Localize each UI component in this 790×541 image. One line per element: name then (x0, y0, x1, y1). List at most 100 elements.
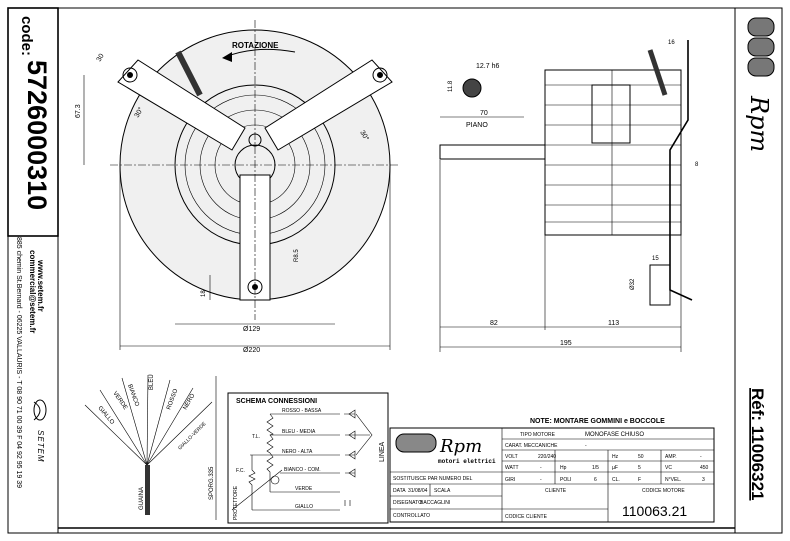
rpm-coil-logo (747, 17, 775, 77)
svg-text:BACCAGLINI: BACCAGLINI (420, 500, 450, 506)
rpm-logo-text: Rpm (745, 95, 773, 152)
sheet-border (7, 7, 783, 534)
schema-protector: PROTETTORE (233, 485, 239, 520)
left-strip: code: 5726000310 www.setem.fr commercial… (7, 7, 59, 488)
flat-length: 70 (480, 110, 488, 117)
schema-tl: T.L. (252, 434, 260, 440)
reference-number: Réf: 11006321 (748, 388, 767, 500)
svg-text:CARAT. MECCANICHE: CARAT. MECCANICHE (505, 443, 558, 449)
address: 885 chemin St.Bernard - 06225 VALLAURIS … (15, 237, 22, 488)
svg-text:DISEGNATO: DISEGNATO (393, 500, 422, 506)
connection-schema: SCHEMA CONNESSIONI ROSSO - BASSA BLEU - … (227, 392, 389, 524)
svg-text:GIRI: GIRI (505, 477, 515, 483)
svg-text:-: - (540, 465, 542, 471)
wire-rosso: ROSSO (166, 388, 179, 411)
schema-fc: F.C. (236, 468, 245, 474)
svg-text:31/08/04: 31/08/04 (408, 488, 428, 494)
dim-shaft-len: 82 (490, 320, 498, 327)
svg-text:450: 450 (700, 465, 709, 471)
shaft (439, 144, 549, 160)
schema-line: LINEA (379, 441, 386, 462)
schema-verde: VERDE (295, 486, 313, 492)
svg-text:F: F (638, 477, 641, 483)
svg-text:CL.: CL. (612, 477, 620, 483)
front-view: ROTAZIONE 30 30° 30° 67.3 18 R8.5 Ø129 Ø… (75, 20, 400, 354)
code-box (7, 7, 59, 237)
svg-text:CONTROLLATO: CONTROLLATO (393, 513, 430, 519)
sheath (145, 465, 150, 515)
side-view: 12.7 h6 11.8 70 PIANO 16 8 15 Ø32 82 113… (439, 40, 699, 352)
shaft-flat: 11.8 (448, 80, 454, 92)
dim-height: 67.3 (75, 104, 82, 118)
schema-title: SCHEMA CONNESSIONI (236, 398, 317, 405)
code-value: 5726000310 (22, 60, 52, 210)
svg-text:CODICE CLIENTE: CODICE CLIENTE (505, 514, 548, 520)
dim-slot: 18 (201, 290, 207, 297)
dim-body-len: 113 (608, 320, 619, 327)
tipo-motore: MONOFASE CHIUSO (585, 432, 644, 438)
motor-body (544, 69, 682, 236)
svg-text:50: 50 (638, 454, 644, 460)
svg-text:DATA: DATA (393, 488, 406, 494)
schema-bleu: BLEU - MEDIA (282, 429, 316, 435)
title-block: NOTE: MONTARE GOMMINI e BOCCOLE Rpm moto… (389, 418, 715, 523)
cable-exit (175, 50, 203, 97)
svg-text:-: - (700, 454, 702, 460)
rpm-title-logo: Rpm motori elettrici (395, 433, 496, 465)
cooling-fins (545, 70, 681, 235)
svg-text:VC: VC (665, 465, 672, 471)
svg-text:SETEM: SETEM (36, 430, 45, 463)
shaft-section (462, 78, 482, 98)
svg-text:N°VEL.: N°VEL. (665, 477, 681, 483)
setem-logo: SETEM (33, 399, 47, 463)
dim-foot-dia: Ø32 (630, 278, 636, 290)
wire-bundle: GIALLO VERDE BIANCO BLEU ROSSO NERO GIAL… (84, 374, 217, 520)
schema-bianco: BIANCO - COM. (284, 467, 321, 473)
dim-angle-top: 30 (96, 53, 106, 63)
svg-text:CLIENTE: CLIENTE (545, 488, 567, 494)
svg-text:µF: µF (612, 465, 618, 471)
wire-bianco: BIANCO (126, 384, 140, 408)
svg-text:WATT: WATT (505, 465, 519, 471)
flat-label: PIANO (466, 122, 488, 129)
svg-text:CODICE MOTORE: CODICE MOTORE (642, 488, 685, 494)
svg-text:POLI: POLI (560, 477, 571, 483)
wire-giallo: GIALLO (96, 405, 115, 426)
wire-length: SPORG.335 (209, 466, 215, 500)
right-strip: Rpm Réf: 11006321 (745, 17, 775, 500)
code-label: code: (18, 16, 35, 56)
note: NOTE: MONTARE GOMMINI e BOCCOLE (530, 418, 665, 425)
wire-bleu: BLEU (149, 374, 155, 390)
email: commercial@setem.fr (28, 250, 37, 333)
wire-giallo-verde: GIALLO-VERDE (177, 421, 208, 452)
svg-text:Hz: Hz (612, 454, 619, 460)
svg-text:TIPO MOTORE: TIPO MOTORE (520, 432, 556, 438)
dim-offset: 8 (695, 162, 699, 168)
svg-text:5: 5 (638, 465, 641, 471)
svg-text:AMP.: AMP. (665, 454, 677, 460)
svg-text:1/5: 1/5 (592, 465, 599, 471)
svg-text:Rpm: Rpm (439, 436, 482, 457)
svg-text:-: - (585, 443, 587, 449)
sheath-label: GUAINA (139, 487, 145, 510)
foot-grommet (649, 264, 671, 306)
bracket (669, 40, 693, 301)
dim-radius: R8.5 (294, 249, 300, 262)
volt: 220/240 (538, 454, 556, 460)
dim-outer-diameter: Ø220 (243, 347, 260, 354)
svg-text:6: 6 (594, 477, 597, 483)
schema-box (227, 392, 389, 524)
svg-text:SCALA: SCALA (434, 488, 451, 494)
rotation-label: ROTAZIONE (232, 41, 279, 50)
codice-motore: 110063.21 (622, 503, 687, 519)
svg-text:VOLT: VOLT (505, 454, 518, 460)
schema-nero: NERO - ALTA (282, 449, 313, 455)
dim-total: 195 (560, 340, 572, 347)
svg-text:Hp: Hp (560, 465, 567, 471)
arm-right (264, 59, 393, 151)
dim-inner-diameter: Ø129 (243, 326, 260, 333)
shaft-dia: 12.7 h6 (476, 63, 499, 70)
wire-verde: VERDE (111, 391, 128, 411)
dim-bracket: 16 (668, 40, 675, 46)
